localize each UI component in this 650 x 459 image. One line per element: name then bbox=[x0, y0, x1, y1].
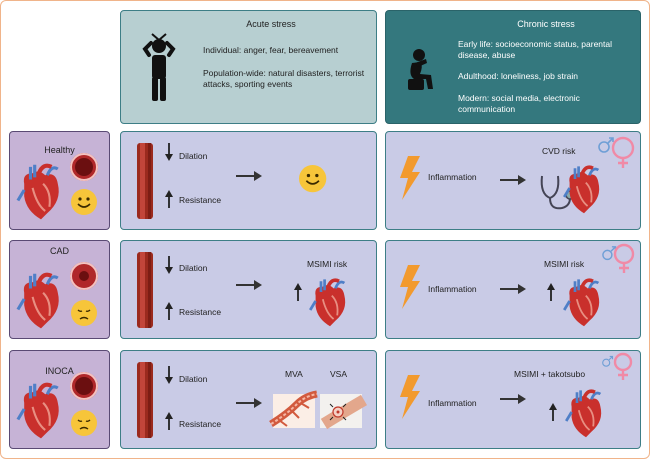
msimi-risk-label: MSIMI risk bbox=[307, 259, 348, 269]
heart-icon bbox=[563, 278, 600, 327]
lightning-icon bbox=[400, 265, 420, 309]
chronic-stress-header: Chronic stress Early life: socioeconomic… bbox=[385, 10, 641, 124]
arrow-right-icon bbox=[236, 398, 262, 408]
resistance-label: Resistance bbox=[179, 307, 222, 317]
sad-face-icon bbox=[71, 410, 97, 436]
female-symbol-icon bbox=[613, 243, 635, 273]
arrow-up-icon bbox=[294, 283, 302, 301]
female-symbol-icon bbox=[613, 352, 633, 380]
heart-icon bbox=[565, 389, 602, 438]
lightning-icon bbox=[400, 375, 420, 419]
female-symbol-icon bbox=[611, 136, 635, 168]
row-label-text: Healthy bbox=[44, 145, 75, 155]
arrow-down-icon bbox=[165, 366, 173, 384]
chronic-stress-title: Chronic stress bbox=[517, 19, 575, 29]
inflammation-label: Inflammation bbox=[428, 172, 477, 182]
dilation-label: Dilation bbox=[179, 374, 208, 384]
row-label-text: INOCA bbox=[45, 366, 74, 376]
stethoscope-icon bbox=[540, 175, 575, 210]
arrow-right-icon bbox=[236, 280, 262, 290]
cvd-risk-label: CVD risk bbox=[542, 146, 576, 156]
resistance-label: Resistance bbox=[179, 419, 222, 429]
arrow-up-icon bbox=[549, 403, 557, 421]
smiley-icon bbox=[299, 165, 327, 193]
arrow-up-icon bbox=[165, 302, 173, 320]
inflammation-label: Inflammation bbox=[428, 398, 477, 408]
resistance-label: Resistance bbox=[179, 195, 222, 205]
arrow-up-icon bbox=[165, 412, 173, 430]
sad-face-icon bbox=[71, 300, 97, 326]
acute-cell-healthy: Dilation Resistance bbox=[120, 131, 377, 230]
arrow-up-icon bbox=[547, 283, 555, 301]
heart-icon bbox=[16, 163, 59, 220]
lightning-icon bbox=[400, 156, 420, 200]
arrow-right-icon bbox=[500, 175, 526, 185]
arrow-down-icon bbox=[165, 256, 173, 274]
msimi-risk-label: MSIMI risk bbox=[544, 259, 585, 269]
vsa-label: VSA bbox=[330, 369, 348, 379]
msimi-takotsubo-label: MSIMI + takotsubo bbox=[514, 369, 586, 379]
vasospasm-icon bbox=[320, 394, 368, 430]
inflammation-label: Inflammation bbox=[428, 284, 477, 294]
male-symbol-icon bbox=[598, 137, 614, 153]
sitting-person-icon bbox=[408, 49, 433, 90]
vessel-icon bbox=[137, 143, 153, 219]
smiley-icon bbox=[71, 189, 97, 215]
arrow-right-icon bbox=[500, 284, 526, 294]
vessel-icon bbox=[137, 252, 153, 328]
acute-stress-title: Acute stress bbox=[246, 19, 296, 29]
heart-icon bbox=[16, 382, 59, 439]
male-symbol-icon bbox=[602, 355, 614, 367]
acute-individual-text: Individual: anger, fear, bereavement bbox=[203, 45, 339, 55]
dilation-label: Dilation bbox=[179, 263, 208, 273]
heart-icon bbox=[16, 272, 59, 329]
arrow-up-icon bbox=[165, 190, 173, 208]
chronic-early-life-text: Early life: socioeconomic status, parent… bbox=[458, 39, 613, 60]
mva-label: MVA bbox=[285, 369, 303, 379]
microvessel-icon bbox=[269, 390, 318, 428]
row-label-text: CAD bbox=[49, 246, 69, 256]
artery-crosssection-icon bbox=[70, 153, 98, 181]
acute-population-text: Population-wide: natural disasters, terr… bbox=[203, 68, 365, 89]
arrow-right-icon bbox=[236, 171, 262, 181]
dilation-label: Dilation bbox=[179, 151, 208, 161]
vessel-icon bbox=[137, 362, 153, 438]
artery-crosssection-icon bbox=[70, 372, 98, 400]
arrow-down-icon bbox=[165, 143, 173, 161]
male-symbol-icon bbox=[602, 246, 617, 261]
heart-icon bbox=[563, 165, 600, 214]
chronic-modern-text: Modern: social media, electronic communi… bbox=[458, 93, 580, 114]
artery-crosssection-icon bbox=[70, 262, 98, 290]
stressed-person-icon bbox=[142, 33, 176, 101]
heart-icon bbox=[309, 278, 346, 327]
chronic-adulthood-text: Adulthood: loneliness, job strain bbox=[458, 71, 579, 81]
arrow-right-icon bbox=[500, 394, 526, 404]
acute-stress-header: Acute stress Individual: anger, fear, be… bbox=[120, 10, 377, 124]
